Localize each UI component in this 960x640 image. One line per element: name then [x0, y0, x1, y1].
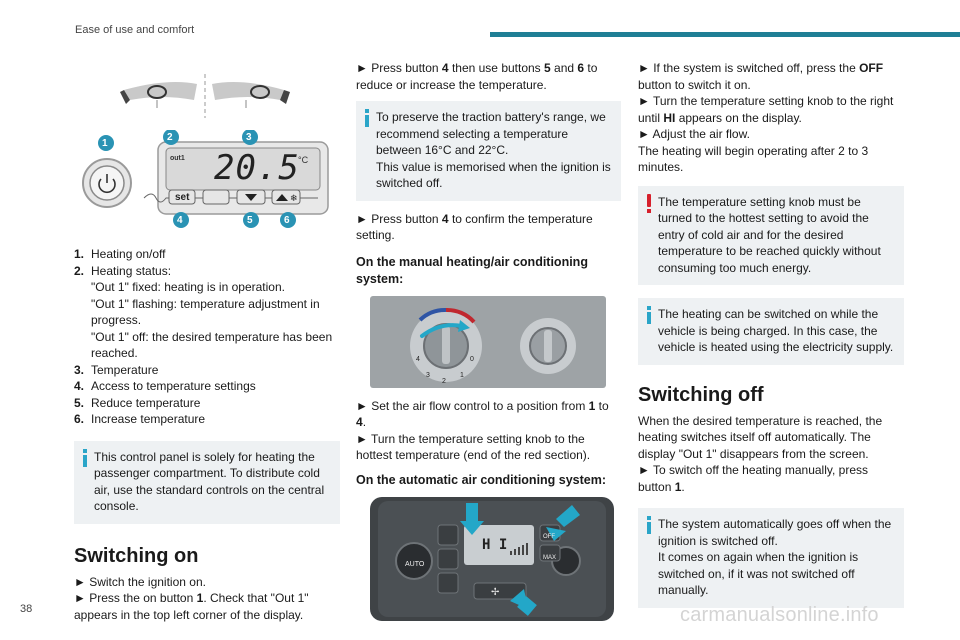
legend-item-3: 3.Temperature: [74, 362, 159, 377]
info-icon: [82, 448, 88, 467]
callout-3: 3: [246, 132, 252, 143]
info-note-charging: The heating can be switched on while the…: [638, 298, 904, 365]
legend-item-5: 5.Reduce temperature: [74, 395, 201, 410]
set-button-label: set: [175, 192, 190, 203]
step-confirm-setting: ► Press button 4 to confirm the temperat…: [356, 211, 593, 243]
info-note-battery-range: To preserve the traction battery's range…: [356, 101, 621, 201]
heading-manual-system: On the manual heating/air conditioning s…: [356, 254, 588, 286]
heating-delay-text: The heating will begin operating after 2…: [638, 143, 869, 175]
running-header: Ease of use and comfort: [75, 24, 195, 36]
step-adjust-air-flow: ► Adjust the air flow.: [638, 127, 750, 141]
heading-switching-on: Switching on: [74, 544, 199, 567]
legend-list: 1.Heating on/off 2.Heating status:"Out 1…: [74, 246, 340, 428]
steering-wheel-icon: [250, 85, 270, 99]
display-out-label: out1: [170, 155, 185, 162]
step-adjust-temperature: ► Press button 4 then use buttons 5 and …: [356, 61, 598, 92]
callout-4: 4: [177, 215, 183, 226]
info-icon: [364, 109, 370, 127]
step-turn-temperature-knob: ► Turn the temperature setting knob to t…: [356, 431, 591, 463]
auto-switch-off-text: When the desired temperature is reached,…: [638, 413, 883, 461]
auto-button-label: AUTO: [405, 560, 425, 568]
info-note-heating-only: This control panel is solely for heating…: [74, 440, 340, 524]
legend-item-4: 4.Access to temperature settings: [74, 379, 256, 393]
heading-switching-off: Switching off: [638, 383, 764, 406]
snowflake-icon: ❄: [290, 194, 298, 204]
watermark: carmanualsonline.info: [680, 604, 879, 626]
increase-arrow-icon: [276, 194, 288, 201]
page-number: 38: [20, 603, 33, 615]
heading-automatic-system: On the automatic air conditioning system…: [356, 472, 607, 487]
dashboard-illustration: [120, 74, 290, 118]
callout-6: 6: [284, 215, 290, 226]
manual-hvac-figure: 4 3 2 1 0: [370, 295, 606, 388]
step-switch-ignition: ► Switch the ignition on.: [74, 574, 206, 589]
info-icon: [646, 516, 652, 534]
step-switch-off-manually: ► To switch off the heating manually, pr…: [638, 463, 868, 494]
heater-control-panel-figure: ❄ 1 2 3 4 5 6 out1 20.5 °C set: [74, 130, 340, 228]
steering-wheel-icon: [147, 85, 167, 99]
max-button-label: MAX: [543, 554, 557, 561]
warning-note-knob: The temperature setting knob must be tur…: [638, 185, 904, 285]
off-button-label: OFF: [543, 533, 555, 540]
auto-display-value: H I: [482, 536, 508, 553]
step-press-on-button: ► Press the on button 1. Check that "Out…: [74, 591, 309, 622]
step-set-air-flow: ► Set the air flow control to a position…: [356, 398, 609, 430]
info-note-ignition: The system automatically goes off when t…: [638, 508, 904, 608]
column-1: ❄ 1 2 3 4 5 6 out1 20.5 °C set 1.Heating…: [74, 60, 340, 623]
display-temperature-value: 20.5: [214, 148, 300, 188]
column-3: ► If the system is switched off, press t…: [638, 60, 904, 608]
step-press-off: ► If the system is switched off, press t…: [638, 61, 884, 92]
decrease-arrow-icon: [245, 194, 257, 201]
step-turn-knob-hi: ► Turn the temperature setting knob to t…: [638, 94, 894, 125]
warning-icon: [646, 193, 652, 213]
fan-icon: ✢: [491, 587, 499, 598]
info-icon: [646, 306, 652, 324]
header-accent-bar: [490, 32, 960, 37]
automatic-hvac-figure: ✢ H I OFF AUTO MAX: [370, 496, 614, 621]
legend-item-2: 2.Heating status:"Out 1" fixed: heating …: [74, 263, 333, 361]
display-unit: °C: [298, 155, 309, 165]
legend-item-6: 6.Increase temperature: [74, 412, 206, 426]
column-2: ► Press button 4 then use buttons 5 and …: [356, 60, 621, 621]
legend-item-1: 1.Heating on/off: [74, 247, 166, 261]
callout-5: 5: [247, 215, 253, 226]
callout-1: 1: [102, 138, 108, 149]
callout-2: 2: [167, 132, 173, 143]
